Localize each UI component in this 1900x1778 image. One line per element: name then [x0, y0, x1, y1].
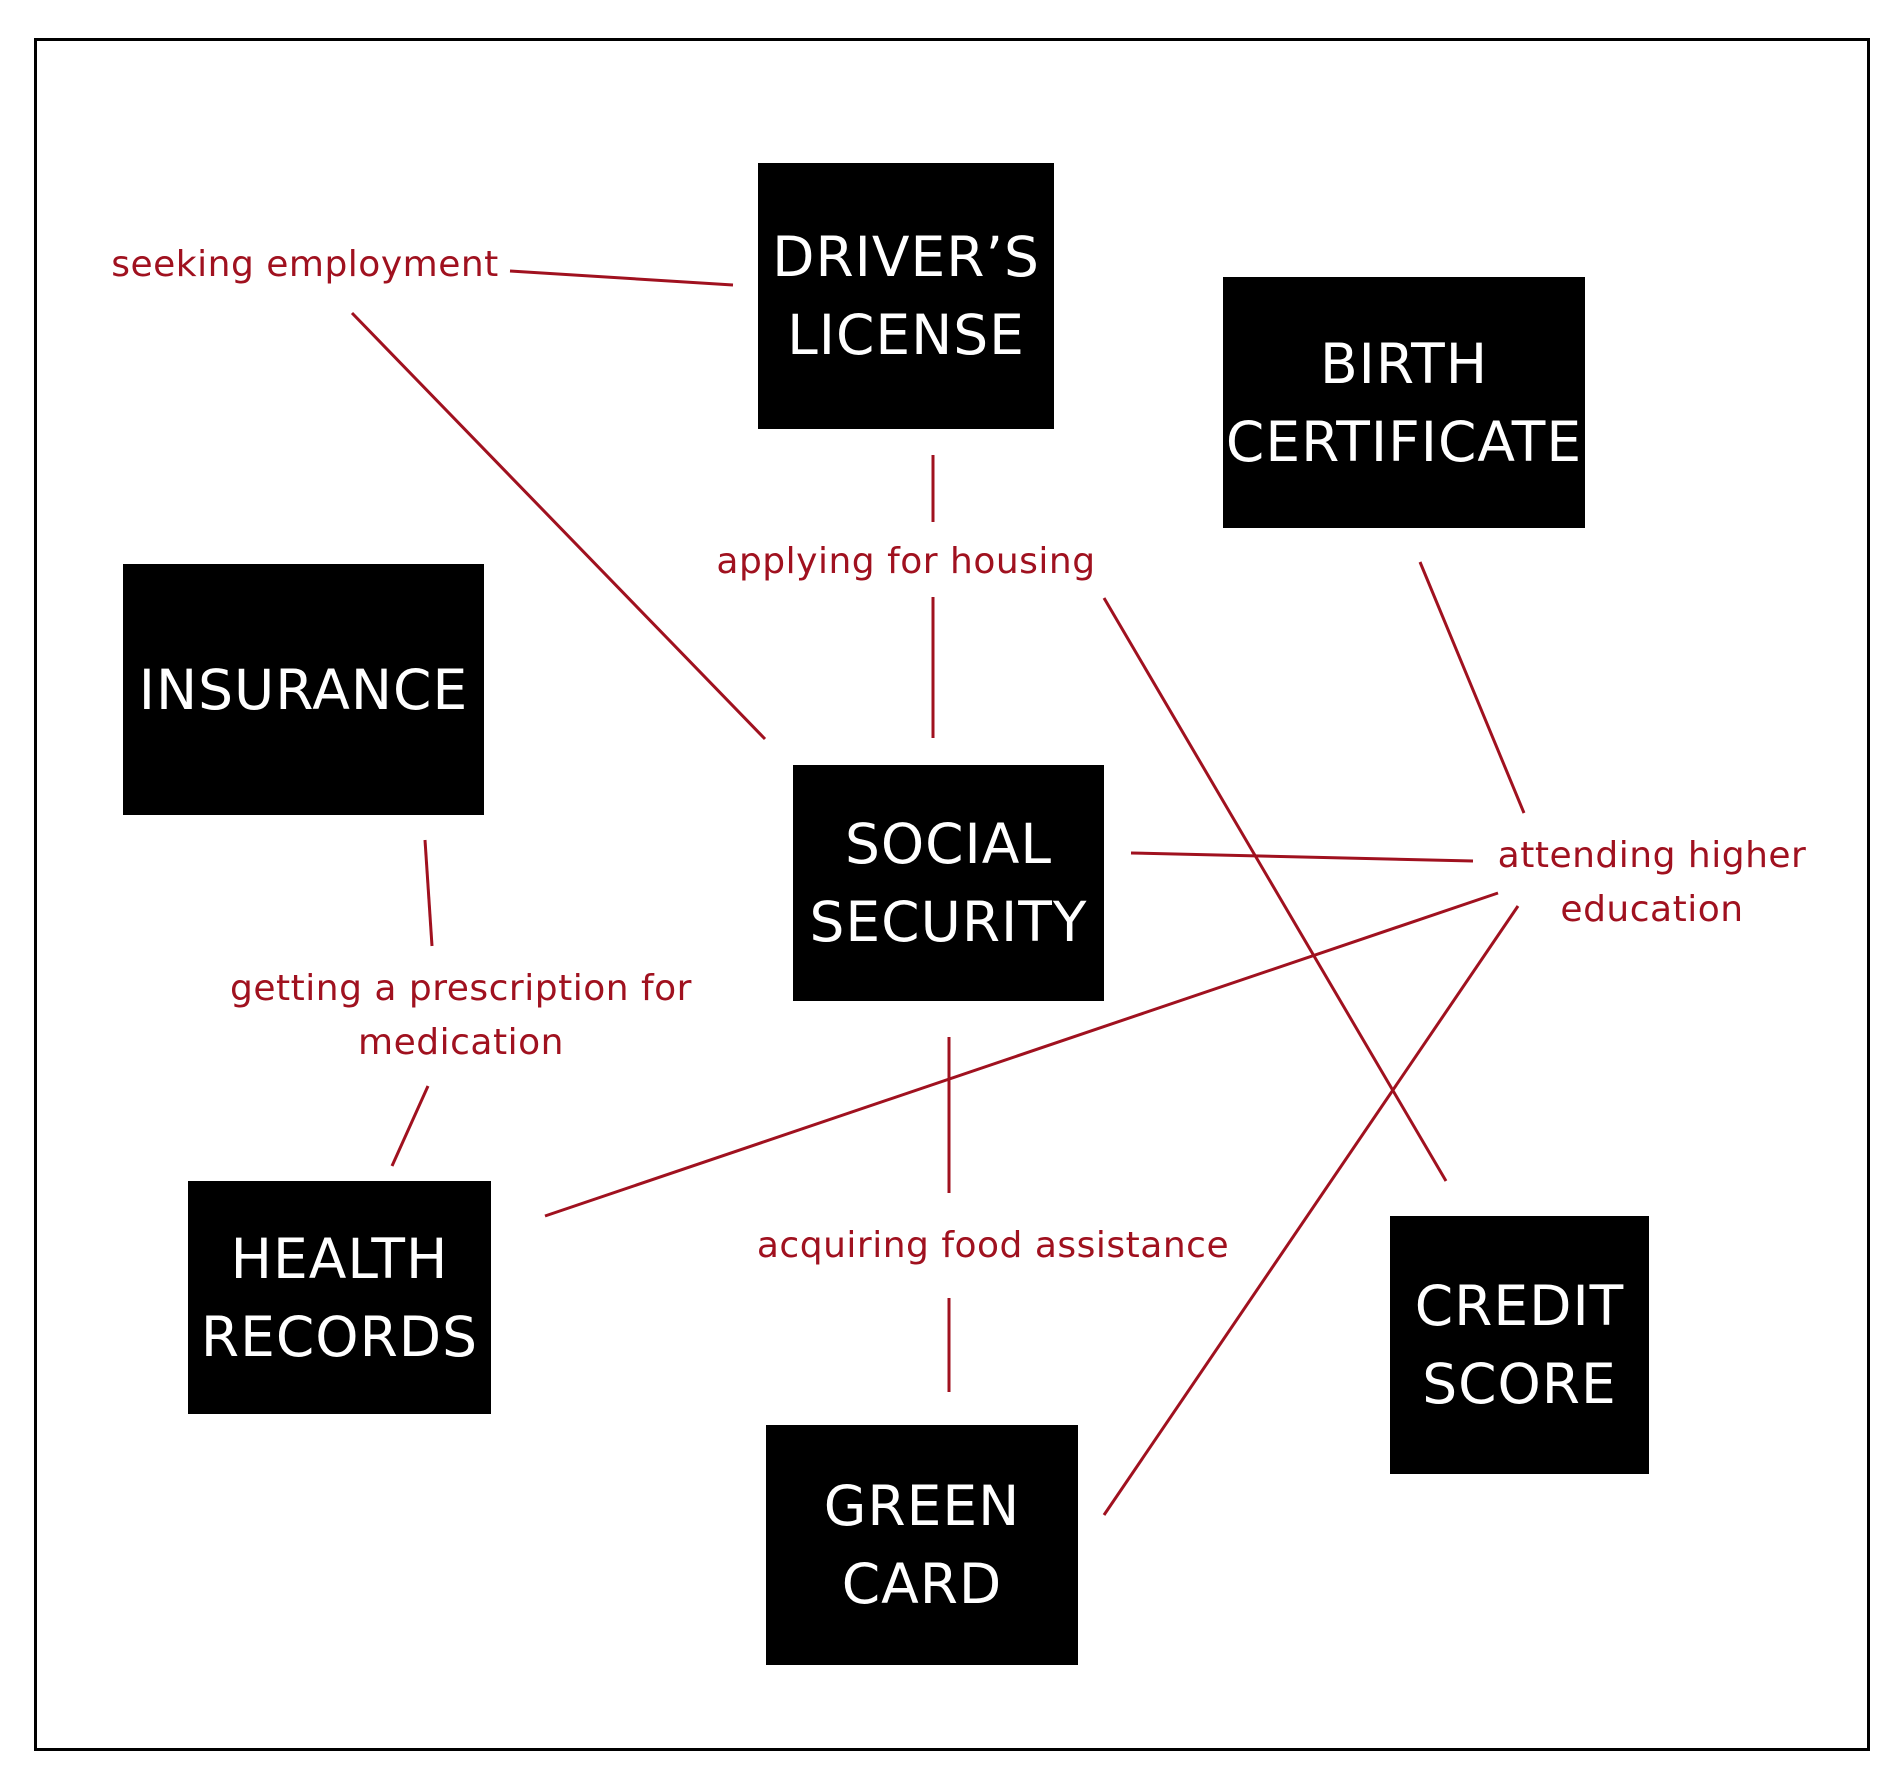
line-housing-credit-score [1102, 597, 1448, 1182]
node-birth-certificate: BIRTH CERTIFICATE [1223, 277, 1585, 528]
node-drivers-license: DRIVER’S LICENSE [758, 163, 1054, 429]
line-birth-certificate-education [1418, 561, 1526, 814]
node-insurance-text: INSURANCE [138, 657, 469, 722]
node-green-card-text: GREEN CARD [823, 1474, 1021, 1616]
label-food-assistance: acquiring food assistance [748, 1219, 1238, 1273]
label-attending-higher-education: attending higher education [1482, 829, 1822, 937]
label-prescription-line1: getting a prescription for [230, 968, 692, 1009]
label-prescription: getting a prescription for medication [221, 962, 701, 1070]
line-social-security-education [1130, 851, 1474, 863]
label-seeking-employment: seeking employment [106, 238, 504, 292]
line-education-health-records [544, 891, 1499, 1218]
node-birth-certificate-text: BIRTH CERTIFICATE [1225, 331, 1583, 474]
node-credit-score: CREDIT SCORE [1390, 1216, 1649, 1474]
label-applying-for-housing-text: applying for housing [716, 541, 1096, 582]
line-employment-drivers-license [509, 269, 734, 287]
node-green-card: GREEN CARD [766, 1425, 1078, 1665]
node-social-security-text: SOCIAL SECURITY [809, 812, 1088, 954]
label-applying-for-housing: applying for housing [708, 535, 1104, 589]
diagram-frame [34, 38, 1870, 1751]
line-education-green-card [1102, 905, 1520, 1516]
line-employment-social-security [350, 311, 767, 741]
node-social-security: SOCIAL SECURITY [793, 765, 1104, 1001]
node-credit-score-text: CREDIT SCORE [1414, 1274, 1625, 1416]
node-insurance: INSURANCE [123, 564, 484, 815]
label-seeking-employment-text: seeking employment [111, 244, 499, 285]
node-health-records-text: HEALTH RECORDS [200, 1226, 479, 1369]
line-prescription-health-records [390, 1085, 430, 1167]
node-health-records: HEALTH RECORDS [188, 1181, 491, 1414]
label-attending-higher-education-line2: education [1560, 889, 1744, 930]
node-drivers-license-text: DRIVER’S LICENSE [772, 225, 1040, 367]
line-insurance-prescription [423, 839, 434, 947]
label-prescription-line2: medication [358, 1022, 564, 1063]
label-food-assistance-text: acquiring food assistance [756, 1225, 1230, 1266]
label-attending-higher-education-line1: attending higher [1497, 835, 1807, 876]
